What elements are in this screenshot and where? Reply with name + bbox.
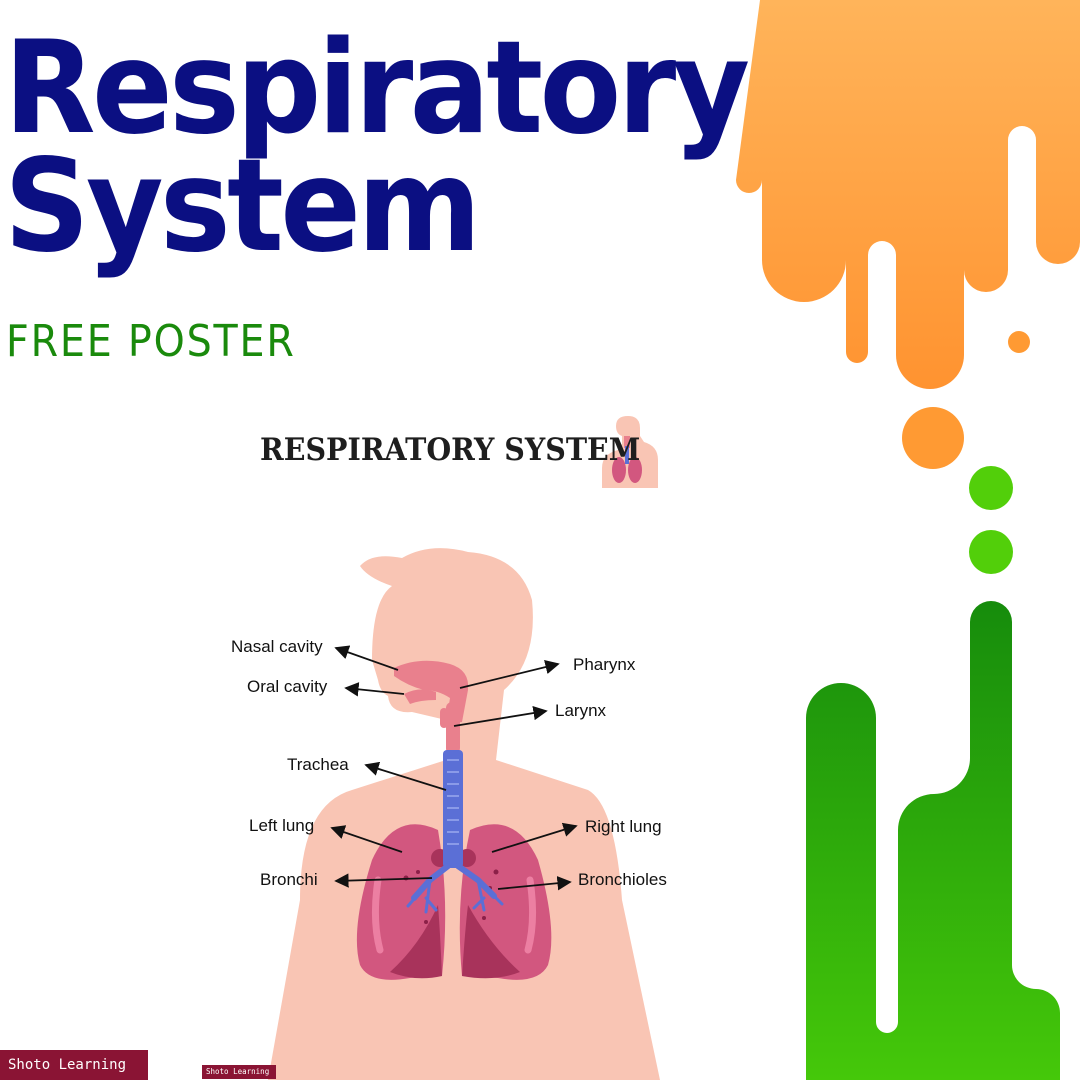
- title-line-1: Respiratory: [4, 14, 750, 163]
- leader-lines: [330, 645, 578, 891]
- orange-dot: [1008, 331, 1030, 353]
- trachea-bronchi: [406, 750, 504, 914]
- leader-nasal-cavity: [334, 645, 399, 671]
- leader-trachea: [364, 761, 447, 791]
- leader-right-lung: [491, 822, 578, 853]
- leader-pharynx: [459, 660, 560, 689]
- label-oral-cavity: Oral cavity: [247, 677, 328, 696]
- subtitle: FREE POSTER: [6, 316, 296, 367]
- lungs-person-icon: [602, 416, 658, 488]
- label-larynx: Larynx: [555, 701, 607, 720]
- main-title: Respiratory System: [4, 14, 750, 281]
- label-pharynx: Pharynx: [573, 655, 636, 674]
- green-drip-decoration: [806, 466, 1060, 1080]
- title-line-2: System: [4, 132, 481, 281]
- poster-title: RESPIRATORY SYSTEM: [260, 432, 641, 468]
- leader-bronchioles: [497, 876, 572, 891]
- body-silhouette: [268, 548, 660, 1080]
- label-bronchi: Bronchi: [260, 870, 318, 889]
- leader-larynx: [453, 705, 548, 727]
- label-bronchioles: Bronchioles: [578, 870, 667, 889]
- upper-airway: [394, 660, 469, 754]
- label-left-lung: Left lung: [249, 816, 315, 835]
- leader-oral-cavity: [344, 682, 405, 697]
- leader-left-lung: [330, 825, 403, 853]
- watermark-badge-small: Shoto Learning: [202, 1065, 276, 1079]
- watermark-badge-large: Shoto Learning: [0, 1050, 148, 1080]
- leader-bronchi: [334, 873, 433, 888]
- label-trachea: Trachea: [287, 755, 349, 774]
- label-nasal-cavity: Nasal cavity: [231, 637, 323, 656]
- green-dot-2: [969, 530, 1013, 574]
- green-dot-1: [969, 466, 1013, 510]
- orange-drip-decoration: [736, 0, 1080, 469]
- label-right-lung: Right lung: [585, 817, 662, 836]
- lungs: [356, 824, 552, 980]
- orange-drop: [902, 407, 964, 469]
